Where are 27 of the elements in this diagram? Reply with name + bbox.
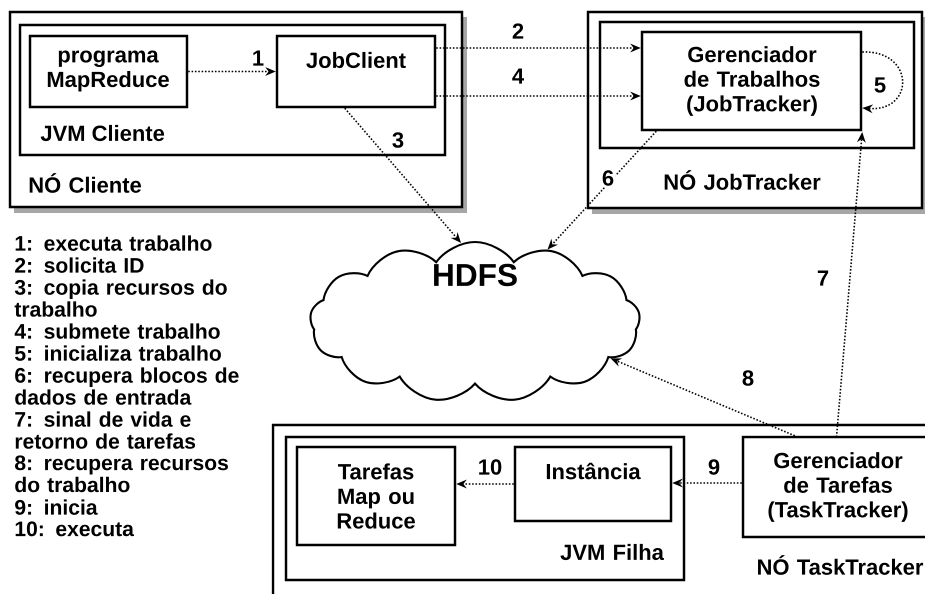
legend-note: 3: copia recursos do trabalho (14, 279, 227, 317)
process-box: JobClient (276, 34, 436, 108)
edge-label: 8 (740, 368, 756, 388)
legend-note: 7: sinal de vida e retorno de tarefas (15, 411, 196, 449)
process-box: programa MapReduce (28, 34, 188, 108)
legend-note: 2: solicita ID (15, 257, 144, 273)
legend-note: 10: executa (16, 521, 134, 536)
edge-label: 7 (815, 268, 831, 288)
legend-note: 4: submete trabalho (14, 323, 220, 339)
edge-label: 9 (706, 457, 722, 477)
edge-label: 6 (600, 168, 616, 188)
arrow (862, 51, 904, 114)
legend-note: 9: inicia (15, 499, 98, 515)
edge-label: 1 (250, 48, 266, 68)
process-box: Tarefas Map ou Reduce (296, 446, 456, 546)
legend-note: 6: recupera blocos de dados de entrada (15, 367, 239, 405)
edge-label: 3 (390, 130, 406, 150)
process-box: Gerenciador de Trabalhos (JobTracker) (640, 30, 862, 132)
edge-label: 4 (510, 66, 526, 86)
process-box: Gerenciador de Tarefas (TaskTracker) (742, 436, 925, 538)
process-box: Instância (514, 446, 672, 522)
edge-label: 2 (510, 22, 526, 40)
legend-note: 8: recupera recursos do trabalho (15, 455, 228, 492)
legend-note: 1: executa trabalho (16, 235, 212, 251)
edge-label: 10 (476, 457, 504, 477)
edge-label: 5 (872, 76, 888, 94)
legend-note: 5: inicializa trabalho (15, 345, 221, 361)
